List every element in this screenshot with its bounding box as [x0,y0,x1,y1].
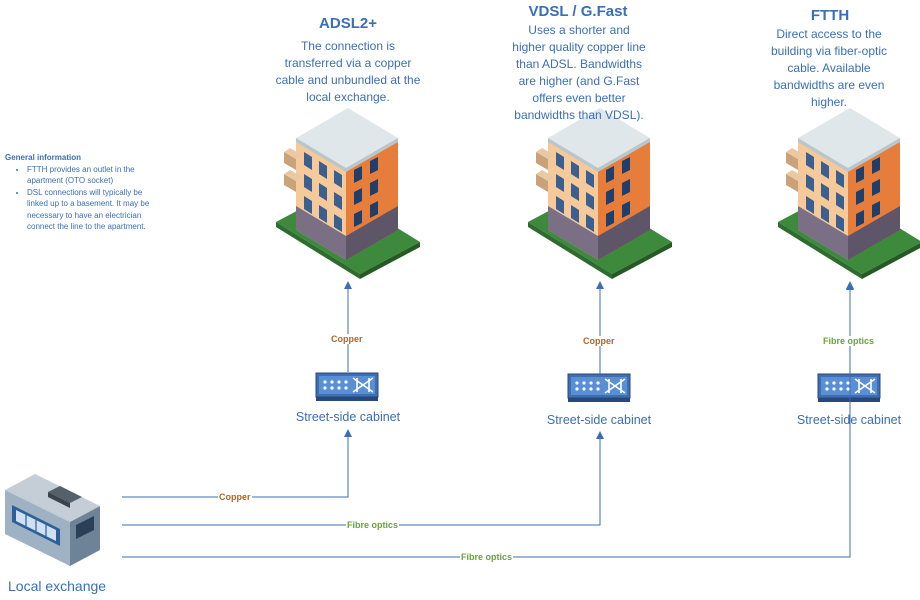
general-info-title: General information [5,153,82,162]
link-exchange-vdsl [122,431,604,526]
title-adsl: ADSL2+ [319,15,377,32]
cabinet-label-vdsl: Street-side cabinet [546,413,652,427]
label-building-link-vdsl: Copper [582,336,616,346]
label-exchange-link-vdsl: Fibre optics [346,520,400,530]
cabinet-vdsl-icon [567,373,631,403]
label-building-link-adsl: Copper [330,334,364,344]
cabinet-label-adsl: Street-side cabinet [295,410,401,424]
desc-vdsl: Uses a shorter and higher quality copper… [512,23,646,122]
label-exchange-link-adsl: Copper [218,492,252,502]
cabinet-adsl-icon [315,372,379,402]
cabinet-ftth-icon [817,373,881,403]
building-ftth-icon [778,108,920,279]
link-exchange-adsl [122,429,352,498]
local-exchange-label: Local exchange [8,578,107,594]
general-info: General information FTTH provides an out… [5,152,155,233]
general-info-item: FTTH provides an outlet in the apartment… [27,164,155,187]
label-exchange-link-ftth: Fibre optics [460,552,514,562]
general-info-item: DSL connections will typically be linked… [27,187,155,233]
title-ftth: FTTH [810,7,850,24]
cabinet-label-ftth: Street-side cabinet [796,413,902,427]
building-adsl-icon [276,108,420,279]
link-exchange-ftth [122,282,854,558]
label-building-link-ftth: Fibre optics [822,336,876,346]
general-info-list: FTTH provides an outlet in the apartment… [5,164,155,233]
building-vdsl-icon [528,108,672,279]
desc-adsl: The connection is transferred via a copp… [275,39,421,104]
local-exchange-icon [5,474,100,566]
desc-ftth: Direct access to the building via fiber-… [770,27,888,109]
title-vdsl: VDSL / G.Fast [528,3,628,20]
